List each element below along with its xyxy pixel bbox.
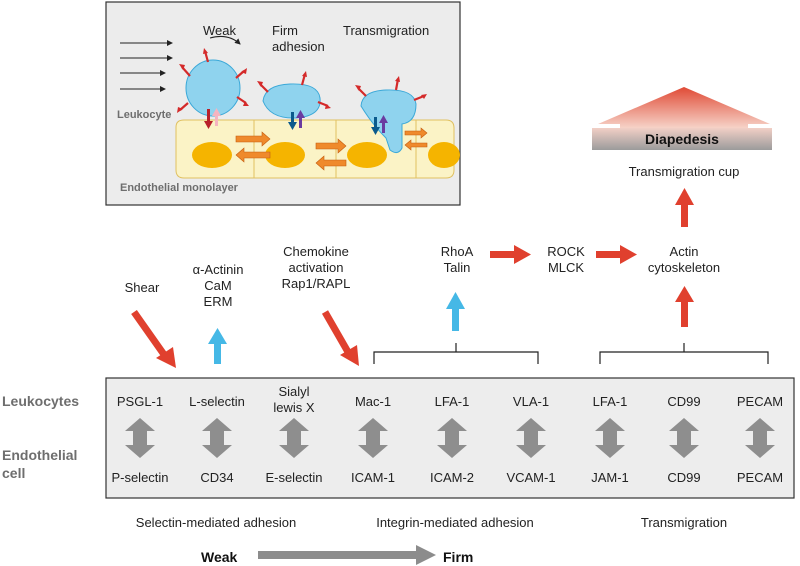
endothelial-molecule: ICAM-1 <box>351 470 395 485</box>
binding-arrows <box>204 108 388 135</box>
group-transmigration: Transmigration <box>641 515 727 530</box>
binding-double-arrow <box>437 418 467 458</box>
brackets <box>373 343 769 364</box>
binding-double-arrow <box>669 418 699 458</box>
group-selectin: Selectin-mediated adhesion <box>136 515 296 530</box>
leukocyte-cells <box>185 59 417 154</box>
endothelial-molecule: ICAM-2 <box>430 470 474 485</box>
binding-double-arrow <box>358 418 388 458</box>
leukocyte-molecule: LFA-1 <box>593 394 628 409</box>
binding-double-arrow <box>595 418 625 458</box>
stimulus-shear: Shear <box>125 280 160 295</box>
endothelial-molecule: CD34 <box>200 470 233 485</box>
row-label-leukocytes: Leukocytes <box>2 393 79 409</box>
leukocyte-molecule: Mac-1 <box>355 394 391 409</box>
endothelial-molecule: P-selectin <box>111 470 168 485</box>
receptor-arrows <box>177 48 427 113</box>
binding-double-arrow <box>202 418 232 458</box>
binding-double-arrow <box>745 418 775 458</box>
endothelial-molecule: CD99 <box>667 470 700 485</box>
leukocyte-molecule: LFA-1 <box>435 394 470 409</box>
inset-stage-transmigration: Transmigration <box>343 23 429 38</box>
endothelial-molecule: E-selectin <box>265 470 322 485</box>
transmigration-cup-label: Transmigration cup <box>629 164 740 179</box>
leukocyte-label: Leukocyte <box>117 109 171 121</box>
leukocyte-molecule: PSGL-1 <box>117 394 163 409</box>
binding-double-arrow <box>125 418 155 458</box>
diapedesis-arrow: Diapedesis <box>592 87 772 150</box>
pathway-arrows <box>131 188 694 368</box>
diapedesis-label: Diapedesis <box>645 131 719 147</box>
endothelial-molecule: PECAM <box>737 470 783 485</box>
endothelial-cells <box>175 119 460 179</box>
endothelial-molecule: VCAM-1 <box>506 470 555 485</box>
leukocyte-molecule: CD99 <box>667 394 700 409</box>
binding-double-arrow <box>279 418 309 458</box>
leukocyte-molecule: L-selectin <box>189 394 245 409</box>
group-integrin: Integrin-mediated adhesion <box>376 515 534 530</box>
scale-firm-label: Firm <box>443 549 473 565</box>
flow-arrows <box>120 36 241 92</box>
scale-weak-label: Weak <box>201 549 238 565</box>
adhesion-scale: Weak Firm <box>201 545 473 565</box>
inset-stage-weak: Weak <box>203 23 236 38</box>
junction-arrows <box>235 127 428 171</box>
endothelial-molecule: JAM-1 <box>591 470 629 485</box>
leukocyte-molecule: PECAM <box>737 394 783 409</box>
leukocyte-molecule: VLA-1 <box>513 394 549 409</box>
binding-double-arrow <box>516 418 546 458</box>
monolayer-label: Endothelial monolayer <box>120 182 239 194</box>
